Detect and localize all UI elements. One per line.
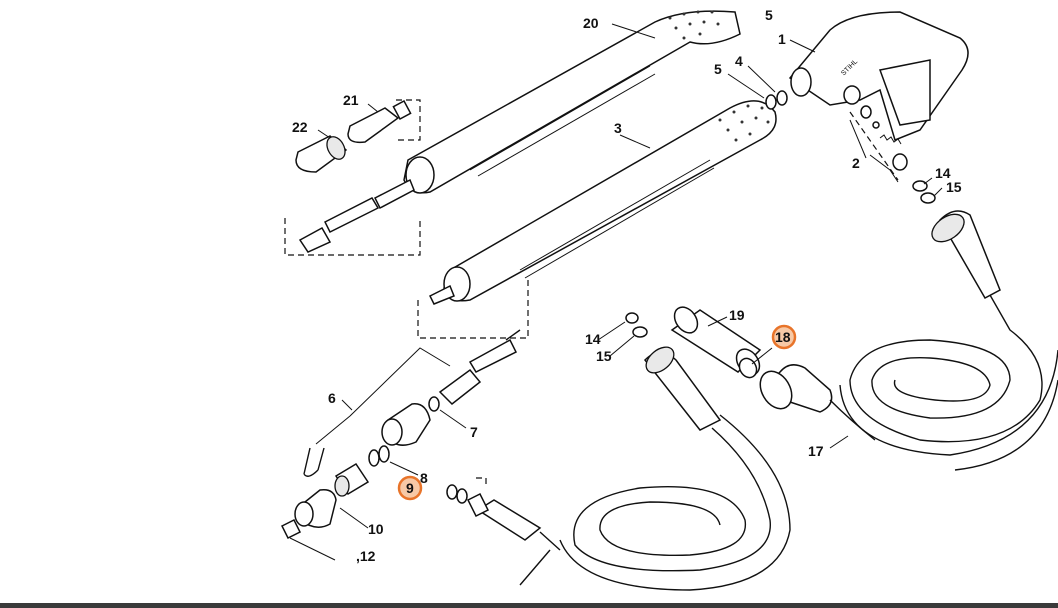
nozzle-21[interactable] [347, 99, 412, 144]
label-15-right: 15 [946, 179, 962, 195]
highlight-9[interactable]: 9 [397, 475, 423, 501]
spray-gun-1[interactable]: STIHL [788, 11, 969, 142]
label-22: 22 [292, 119, 308, 135]
bracket-hose [476, 477, 487, 488]
label-5: 5 [714, 61, 722, 77]
bracket-3 [417, 276, 529, 339]
label-18: 18 [775, 329, 791, 345]
o-ring-5[interactable] [765, 94, 777, 110]
label-19: 19 [729, 307, 745, 323]
o-ring-7[interactable] [428, 396, 440, 412]
label-6: 6 [328, 390, 336, 406]
hose-lower[interactable] [466, 342, 791, 591]
o-ring-14-right[interactable] [912, 180, 928, 192]
label-4: 4 [735, 53, 743, 69]
bracket-21 [396, 99, 421, 141]
valve-kit-2[interactable] [849, 105, 908, 181]
lance-3[interactable] [428, 100, 777, 305]
grip-dots-3 [718, 104, 770, 142]
label-1: 1 [778, 31, 786, 47]
label-21: 21 [343, 92, 359, 108]
bottom-border [0, 603, 1058, 608]
nozzle-tip-12[interactable] [280, 518, 302, 540]
lance-20[interactable] [298, 10, 741, 253]
o-ring-14-left[interactable] [625, 312, 639, 324]
label-5-top: 5 [765, 7, 773, 23]
o-ring-4[interactable] [776, 90, 788, 106]
nozzle-body-6[interactable] [381, 403, 431, 446]
bracket-20 [284, 218, 421, 256]
label-7: 7 [470, 424, 478, 440]
o-ring-8b[interactable] [378, 445, 390, 463]
label-8: 8 [420, 470, 428, 486]
label-15-left: 15 [596, 348, 612, 364]
label-20: 20 [583, 15, 599, 31]
label-14-right: 14 [935, 165, 951, 181]
label-14-left: 14 [585, 331, 601, 347]
hose-17[interactable] [754, 209, 1058, 471]
highlight-18[interactable]: 18 [771, 324, 797, 350]
clip[interactable] [303, 447, 325, 477]
nozzle-cap-10[interactable] [294, 488, 337, 528]
label-17: 17 [808, 443, 824, 459]
o-ring-hose-b[interactable] [456, 488, 468, 504]
o-ring-15-left[interactable] [632, 326, 648, 338]
quick-coupler-7[interactable] [438, 329, 521, 406]
nozzle-22[interactable] [295, 134, 349, 173]
label-12: ,12 [356, 548, 376, 564]
label-2: 2 [852, 155, 860, 171]
o-ring-hose-a[interactable] [446, 484, 458, 500]
leader-lines [289, 23, 943, 561]
label-9: 9 [406, 480, 414, 496]
nozzle-insert-9[interactable] [334, 462, 370, 497]
o-ring-8a[interactable] [368, 449, 380, 467]
grip-dots-20 [668, 10, 720, 40]
o-ring-15-right[interactable] [920, 192, 936, 204]
label-10: 10 [368, 521, 384, 537]
label-3: 3 [614, 120, 622, 136]
